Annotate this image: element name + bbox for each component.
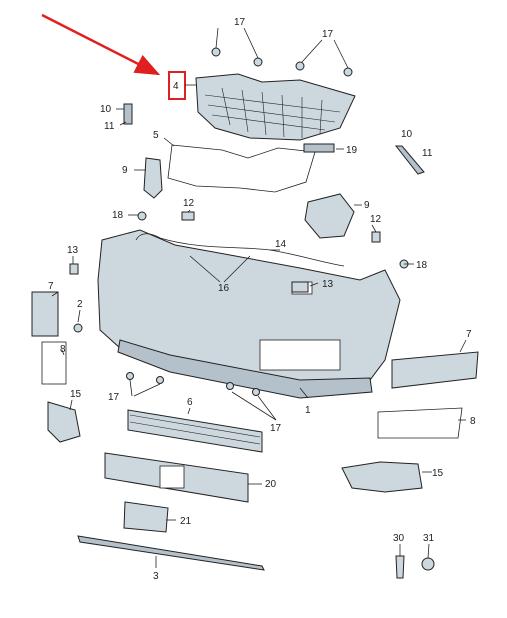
callout-15: 15 xyxy=(432,468,444,479)
part-14-wiring-harness[interactable] xyxy=(135,233,345,267)
callout-1: 1 xyxy=(305,405,311,416)
callout-7: 7 xyxy=(466,329,472,340)
callout-19: 19 xyxy=(346,145,358,156)
callout-6: 6 xyxy=(187,397,193,408)
leader-lines xyxy=(51,27,467,568)
callout-17: 17 xyxy=(234,17,246,28)
callout-15: 15 xyxy=(70,389,82,400)
part-4-upper-grille[interactable] xyxy=(195,73,356,141)
callout-4: 4 xyxy=(173,81,179,92)
callout-10: 10 xyxy=(100,104,112,115)
callout-17: 17 xyxy=(108,392,120,403)
part-8-right-frame[interactable] xyxy=(377,407,463,439)
callout-17: 17 xyxy=(270,423,282,434)
part-7-left-side-grille[interactable] xyxy=(31,291,59,337)
callout-8: 8 xyxy=(470,416,476,427)
callout-9: 9 xyxy=(364,200,370,211)
part-15-left-fog-lamp[interactable] xyxy=(47,401,81,443)
part-17-screw[interactable] xyxy=(226,382,234,390)
part-6-lower-grille[interactable] xyxy=(127,409,263,453)
part-17-screw[interactable] xyxy=(156,376,164,384)
highlight-box xyxy=(168,71,186,100)
callout-5: 5 xyxy=(153,130,159,141)
part-19-trim-strip[interactable] xyxy=(303,143,335,153)
part-17-screw[interactable] xyxy=(253,57,263,67)
callout-21: 21 xyxy=(180,516,192,527)
part-31-screw[interactable] xyxy=(421,557,435,571)
callout-8: 8 xyxy=(60,344,66,355)
part-9-left-bracket[interactable] xyxy=(143,157,163,199)
part-17-screw[interactable] xyxy=(295,61,305,71)
callout-13: 13 xyxy=(67,245,79,256)
callout-11: 11 xyxy=(104,121,115,132)
part-17-screw[interactable] xyxy=(252,388,260,396)
callout-31: 31 xyxy=(423,533,435,544)
part-13-right-cover[interactable] xyxy=(291,281,309,293)
callout-2: 2 xyxy=(77,299,83,310)
part-8-left-frame[interactable] xyxy=(41,341,67,385)
part-17-screw[interactable] xyxy=(126,372,134,380)
callout-14: 14 xyxy=(275,239,287,250)
part-17-screw[interactable] xyxy=(211,47,221,57)
part-10-right-trim[interactable] xyxy=(394,145,425,175)
part-1-front-bumper[interactable] xyxy=(97,229,401,399)
part-21-plate-bracket[interactable] xyxy=(123,501,169,533)
callout-7: 7 xyxy=(48,281,54,292)
part-13-left-cover[interactable] xyxy=(69,263,79,275)
part-7-right-side-grille[interactable] xyxy=(391,351,479,389)
part-2-washer[interactable] xyxy=(73,323,83,333)
part-10-left-trim[interactable] xyxy=(123,103,133,125)
callout-18: 18 xyxy=(416,260,428,271)
part-9-right-bracket[interactable] xyxy=(304,193,355,239)
part-12-right-sensor[interactable] xyxy=(371,231,381,243)
callout-18: 18 xyxy=(112,210,124,221)
part-12-left-sensor[interactable] xyxy=(181,211,195,221)
callout-12: 12 xyxy=(183,198,195,209)
callout-10: 10 xyxy=(401,129,413,140)
part-18-clip[interactable] xyxy=(137,211,147,221)
callout-20: 20 xyxy=(265,479,277,490)
part-15-right-fog-lamp[interactable] xyxy=(341,461,423,493)
callout-16: 16 xyxy=(218,283,230,294)
callout-17: 17 xyxy=(322,29,334,40)
callout-9: 9 xyxy=(122,165,128,176)
part-3-lower-spoiler[interactable] xyxy=(77,535,265,571)
callout-30: 30 xyxy=(393,533,405,544)
callout-3: 3 xyxy=(153,571,159,582)
part-5-grille-frame[interactable] xyxy=(167,144,316,193)
callout-12: 12 xyxy=(370,214,382,225)
part-17-screw[interactable] xyxy=(343,67,353,77)
callout-11: 11 xyxy=(422,148,433,159)
callout-13: 13 xyxy=(322,279,334,290)
highlight-arrow xyxy=(41,13,161,76)
part-30-bolt[interactable] xyxy=(395,555,405,579)
part-20-lower-grille[interactable] xyxy=(104,452,249,503)
